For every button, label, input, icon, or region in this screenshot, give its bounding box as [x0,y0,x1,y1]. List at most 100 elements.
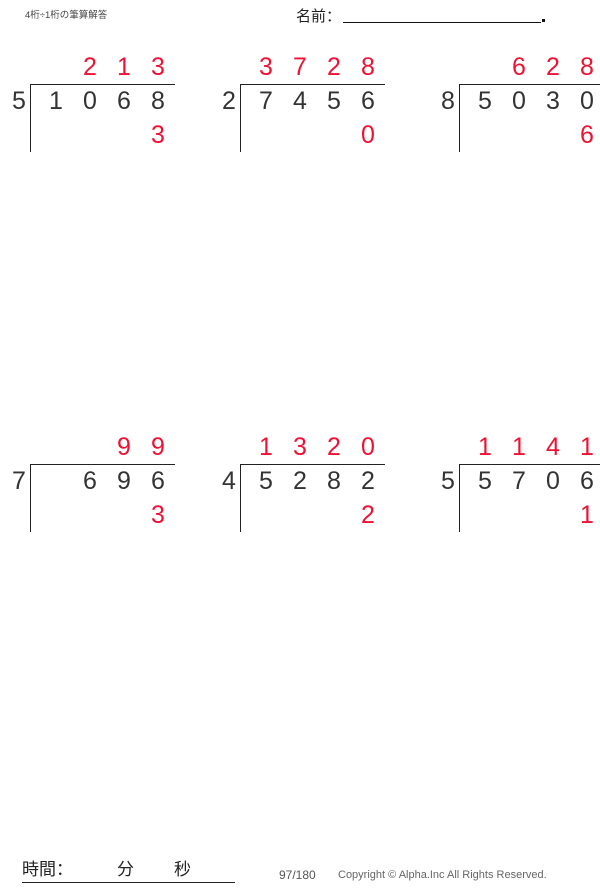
quotient-row-digit: 7 [293,53,307,81]
seconds-unit-label: 秒 [174,860,191,879]
dividend-row-digit: 5 [259,467,273,495]
dividend-row-digit: 5 [478,467,492,495]
dividend-row-digit: 0 [512,87,526,115]
divisor: 5 [12,87,26,115]
sheet-header: 4桁÷1桁の筆算解答 名前： [0,0,600,40]
remainder-row-digit: 0 [361,121,375,149]
quotient-row-digit: 8 [361,53,375,81]
page-number: 97/180 [279,868,316,882]
remainder-row: 3 [39,118,175,152]
divisor: 8 [441,87,455,115]
copyright-notice: Copyright © Alpha.Inc All Rights Reserve… [338,869,547,881]
dividend-row-digit: 7 [512,467,526,495]
remainder-row: 6 [468,118,600,152]
quotient-row-digit: 2 [327,53,341,81]
vinculum-line [460,464,600,465]
quotient-row-digit: 3 [259,53,273,81]
minutes-unit-label: 分 [117,860,134,879]
vinculum-line [241,464,385,465]
dividend-row-digit: 3 [546,87,560,115]
name-field-label: 名前： [296,8,342,25]
quotient-row-digit: 2 [83,53,97,81]
dividend-row-digit: 6 [117,87,131,115]
vinculum-line [31,84,175,85]
dividend-row-digit: 4 [293,87,307,115]
dividend-row-digit: 0 [580,87,594,115]
quotient-row-digit: 1 [580,433,594,461]
sheet-footer: 時間： 分 秒 97/180 Copyright © Alpha.Inc All… [0,851,600,891]
quotient-row-digit: 1 [512,433,526,461]
quotient-row-digit: 8 [580,53,594,81]
remainder-row-digit: 6 [580,121,594,149]
remainder-row: 3 [39,498,175,532]
vinculum-line [241,84,385,85]
dividend-row-digit: 6 [580,467,594,495]
divisor: 7 [12,467,26,495]
quotient-row-digit: 1 [259,433,273,461]
remainder-row-digit: 3 [151,121,165,149]
dividend-row-digit: 2 [361,467,375,495]
dividend-row-digit: 8 [327,467,341,495]
dividend-row-digit: 5 [327,87,341,115]
quotient-row-digit: 2 [327,433,341,461]
remainder-row-digit: 2 [361,501,375,529]
dividend-row-digit: 2 [293,467,307,495]
dividend-row-digit: 0 [83,87,97,115]
dividend-row-digit: 6 [361,87,375,115]
dividend-row-digit: 1 [49,87,63,115]
page-title: 4桁÷1桁の筆算解答 [25,10,108,21]
name-field-endpoint [542,19,546,22]
quotient-row-digit: 0 [361,433,375,461]
dividend-row-digit: 9 [117,467,131,495]
dividend-row-digit: 8 [151,87,165,115]
time-record-field[interactable]: 時間： 分 秒 [22,855,235,883]
quotient-row-digit: 1 [478,433,492,461]
remainder-row-digit: 1 [580,501,594,529]
divisor: 5 [441,467,455,495]
remainder-row-digit: 3 [151,501,165,529]
divisor: 2 [222,87,236,115]
dividend-row-digit: 0 [546,467,560,495]
dividend-row-digit: 7 [259,87,273,115]
quotient-row-digit: 9 [117,433,131,461]
quotient-row-digit: 4 [546,433,560,461]
quotient-row-digit: 9 [151,433,165,461]
name-field-rule[interactable] [343,22,542,23]
dividend-row-digit: 5 [478,87,492,115]
name-field[interactable]: 名前： [296,8,546,25]
quotient-row-digit: 1 [117,53,131,81]
time-label: 時間： [22,860,73,879]
quotient-row-digit: 3 [293,433,307,461]
